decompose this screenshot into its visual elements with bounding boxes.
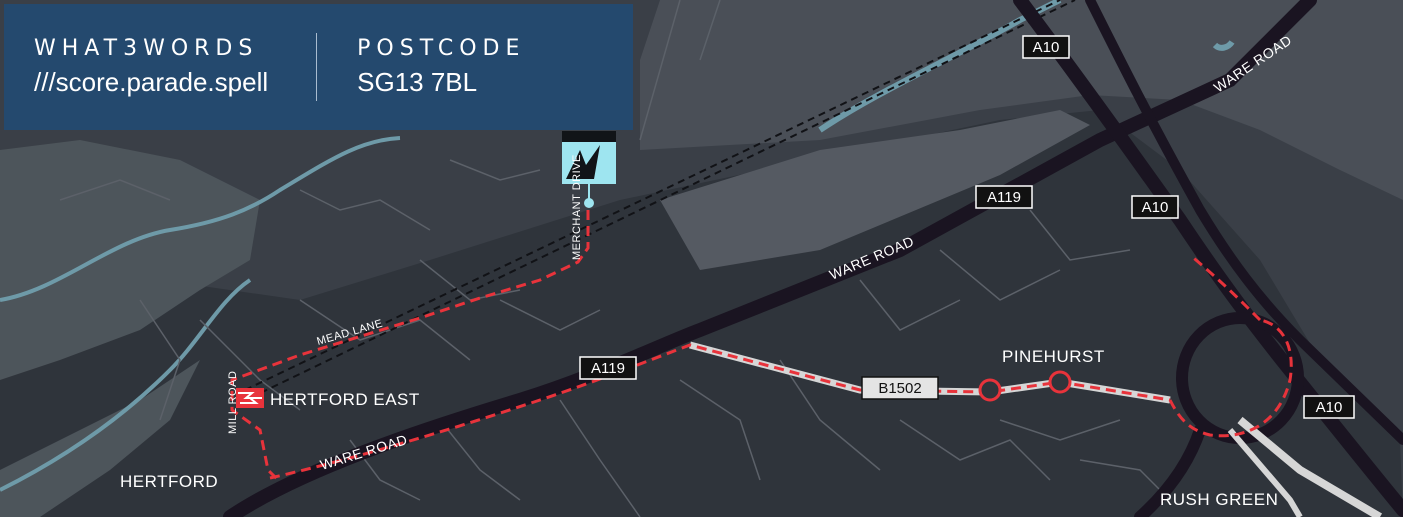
postcode-block: POSTCODE SG13 7BL [317, 36, 525, 98]
river [0, 136, 401, 302]
route-line [230, 210, 1293, 484]
shield-a10-mid: A10 [1131, 195, 1179, 219]
shield-a10-top-text: A10 [1033, 39, 1060, 56]
minor-streets [59, 0, 1171, 517]
roundabout-west [978, 378, 1002, 402]
place-label-pinehurst: PINEHURST [1002, 347, 1105, 366]
slip-road-2 [1227, 428, 1303, 517]
shield-a10-bottom: A10 [1303, 395, 1355, 419]
river-north [818, 0, 1062, 133]
shield-a10-mid-text: A10 [1142, 199, 1169, 216]
street-label-merchant-drive: MERCHANT DRIVE [571, 154, 583, 260]
info-divider [316, 33, 318, 101]
postcode-heading: POSTCODE [357, 36, 526, 61]
roundabout-east [1048, 370, 1072, 394]
river-lea [0, 278, 252, 492]
what3words-heading: WHAT3WORDS [34, 36, 259, 61]
national-rail-icon [236, 388, 264, 408]
urban-area [0, 110, 1403, 517]
railway [244, 0, 1076, 399]
shield-b1502: B1502 [861, 376, 939, 400]
place-label-hertford-east: HERTFORD EAST [270, 390, 420, 409]
shield-a119-lower-text: A119 [591, 360, 625, 377]
slip-road [1237, 416, 1383, 517]
place-label-hertford: HERTFORD [120, 472, 218, 491]
open-land [640, 0, 1403, 200]
what3words-block: WHAT3WORDS ///score.parade.spell [4, 36, 268, 98]
shield-a119-upper: A119 [975, 185, 1033, 209]
shield-a10-top: A10 [1022, 35, 1070, 59]
info-panel: WHAT3WORDS ///score.parade.spell POSTCOD… [4, 4, 633, 130]
postcode-value[interactable]: SG13 7BL [357, 67, 478, 97]
major-roads [223, 0, 1403, 517]
street-label-mill-road: MILL ROAD [227, 371, 239, 434]
shield-a119-upper-text: A119 [987, 189, 1021, 206]
shield-a119-lower: A119 [579, 356, 637, 380]
shield-b1502-text: B1502 [878, 380, 921, 397]
river-valley [0, 140, 260, 380]
destination-logo-icon[interactable] [562, 131, 616, 208]
place-label-rush-green: RUSH GREEN [1160, 490, 1278, 509]
pond [1212, 40, 1235, 51]
shield-a10-bottom-text: A10 [1316, 399, 1343, 416]
what3words-value[interactable]: ///score.parade.spell [34, 67, 269, 97]
open-land-field [660, 110, 1090, 270]
river-valley-south [0, 360, 200, 517]
